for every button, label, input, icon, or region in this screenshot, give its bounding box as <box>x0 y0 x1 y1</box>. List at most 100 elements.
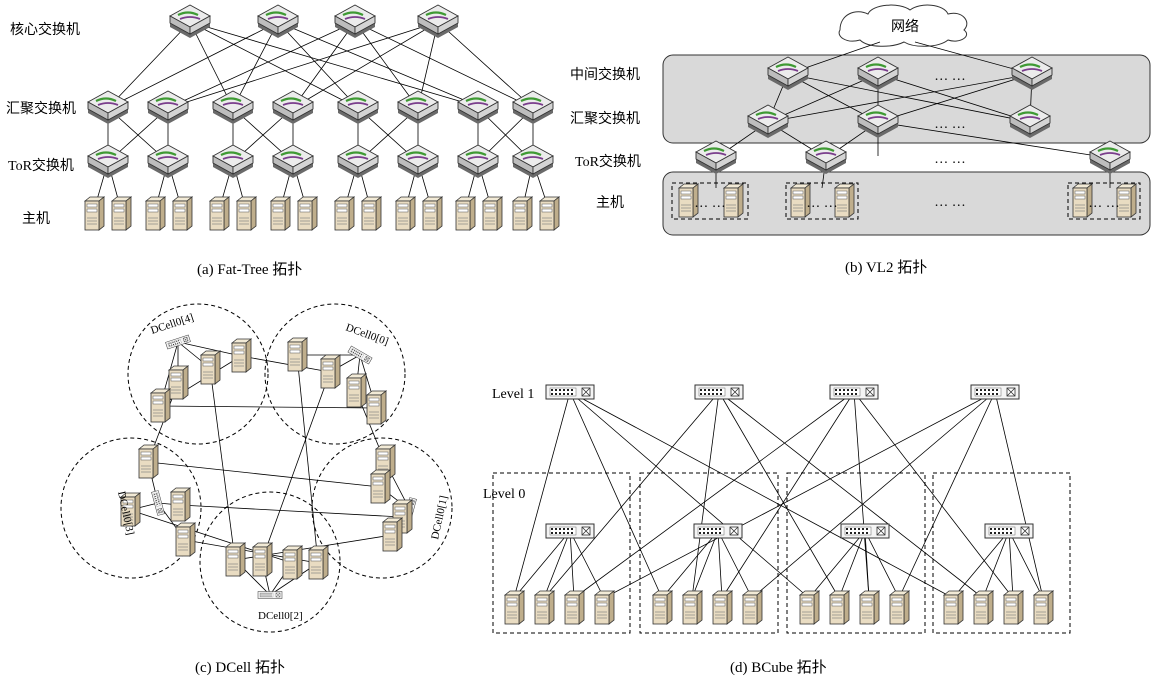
router-icon <box>271 143 315 180</box>
server-icon <box>209 196 230 231</box>
vl2-ellipsis: … … <box>694 196 726 211</box>
server-icon <box>346 373 367 408</box>
server-icon <box>172 196 193 231</box>
fat-tree-links <box>93 21 550 211</box>
flat-switch-icon <box>829 384 879 400</box>
router-icon <box>694 139 738 176</box>
flat-switch-icon <box>840 523 890 539</box>
server-icon <box>594 590 615 625</box>
server-icon <box>834 183 855 218</box>
bcube-caption: (d) BCube 拓扑 <box>730 659 827 676</box>
vl2-ellipsis: … … <box>1088 196 1120 211</box>
server-icon <box>236 196 257 231</box>
vl2-ellipsis: … … <box>934 69 966 84</box>
server-icon <box>370 469 391 504</box>
router-icon <box>86 89 130 126</box>
dcell-label-4: DCell0[4] <box>149 312 195 337</box>
server-icon <box>534 590 555 625</box>
vl2-core-panel <box>662 54 1151 144</box>
server-icon <box>287 337 308 372</box>
vl2-intermediate-label: 中间交换机 <box>570 66 640 83</box>
fat-tree-caption: (a) Fat-Tree 拓扑 <box>197 261 302 278</box>
bcube-level1-label: Level 1 <box>492 387 534 402</box>
router-icon <box>511 89 555 126</box>
server-icon <box>170 487 191 522</box>
vl2-host-group <box>785 182 859 220</box>
server-icon <box>482 196 503 231</box>
dcell-caption: (c) DCell 拓扑 <box>195 659 285 676</box>
server-icon <box>175 522 196 557</box>
server-icon <box>504 590 525 625</box>
server-icon <box>422 196 443 231</box>
router-icon <box>168 3 212 40</box>
router-icon <box>396 143 440 180</box>
router-icon <box>456 89 500 126</box>
router-icon <box>336 89 380 126</box>
server-icon <box>799 590 820 625</box>
server-icon <box>84 196 105 231</box>
server-icon <box>1116 183 1137 218</box>
router-icon <box>456 143 500 180</box>
server-icon <box>297 196 318 231</box>
server-icon <box>231 338 252 373</box>
fat-tree-tor-label: ToR交换机 <box>8 157 74 174</box>
fat-tree-hosts <box>84 196 560 231</box>
flat-switch-icon <box>545 523 595 539</box>
router-icon <box>146 89 190 126</box>
server-icon <box>682 590 703 625</box>
router-icon <box>396 89 440 126</box>
fat-tree-agg-label: 汇聚交换机 <box>6 100 76 117</box>
flat-switch-icon <box>693 523 743 539</box>
server-icon <box>1033 590 1054 625</box>
server-icon <box>652 590 673 625</box>
dcell-label-2: DCell0[2] <box>258 610 303 622</box>
server-icon <box>270 196 291 231</box>
server-icon <box>539 196 560 231</box>
dcell-label-1: DCell0[1] <box>429 494 450 540</box>
router-icon <box>86 143 130 180</box>
router-icon <box>336 143 380 180</box>
flat-switch-icon <box>984 523 1034 539</box>
server-icon <box>168 365 189 400</box>
vl2-ellipsis: … … <box>934 117 966 132</box>
fat-tree-host-label: 主机 <box>22 211 50 227</box>
router-icon <box>271 89 315 126</box>
server-icon <box>252 542 273 577</box>
server-icon <box>320 354 341 389</box>
vl2-tor-label: ToR交换机 <box>575 153 641 170</box>
server-icon <box>111 196 132 231</box>
server-icon <box>395 196 416 231</box>
server-icon <box>308 545 329 580</box>
router-icon <box>211 89 255 126</box>
server-icon <box>943 590 964 625</box>
dcell-topology: DCell0[4] DCell0[0] DCell0[3] DCell0[1] … <box>60 303 453 676</box>
bcube-level0-label: Level 0 <box>483 487 525 502</box>
router-icon <box>1088 139 1132 176</box>
vl2-host-panel <box>662 171 1151 236</box>
fat-tree-agg-switches <box>86 89 555 126</box>
flat-switch-icon <box>545 384 595 400</box>
bcube-links <box>513 391 1044 599</box>
vl2-caption: (b) VL2 拓扑 <box>845 259 927 276</box>
flat-switch-icon <box>970 384 1020 400</box>
server-icon <box>138 444 159 479</box>
bcube-servers <box>504 590 1054 625</box>
server-icon <box>742 590 763 625</box>
dcell-groups <box>60 303 453 633</box>
flat-switch-icon <box>151 490 165 516</box>
vl2-topology: 网络 … … … … … … … … … … … … <box>570 4 1151 276</box>
router-icon <box>146 143 190 180</box>
bcube-topology: Level 1 Level 0 (d) BCube 拓扑 <box>483 384 1071 676</box>
server-icon <box>859 590 880 625</box>
dcell-servers <box>120 337 413 580</box>
server-icon <box>564 590 585 625</box>
vl2-host-group <box>1067 182 1141 220</box>
vl2-internet-label: 网络 <box>891 19 919 35</box>
server-icon <box>145 196 166 231</box>
router-icon <box>333 3 377 40</box>
server-icon <box>455 196 476 231</box>
router-icon <box>416 3 460 40</box>
flat-switch-icon <box>694 384 744 400</box>
fat-tree-core-label: 核心交换机 <box>10 21 80 38</box>
